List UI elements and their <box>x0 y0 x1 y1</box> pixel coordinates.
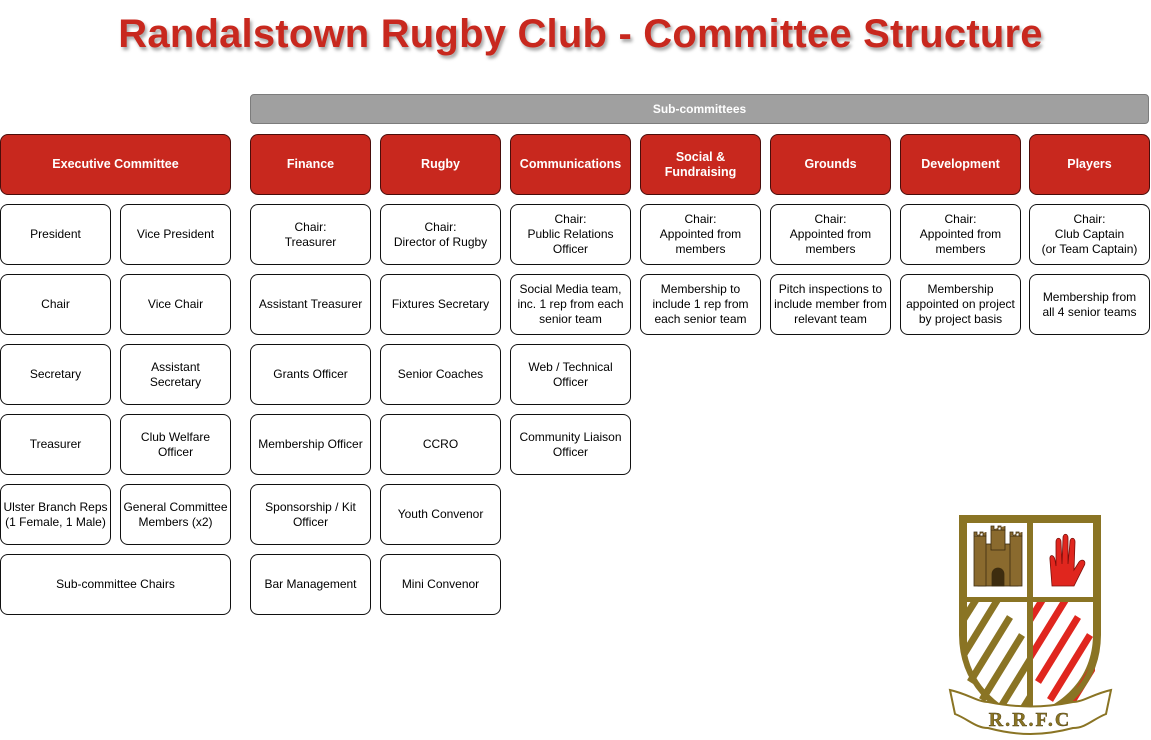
subcommittee-role-box: Grants Officer <box>250 344 371 405</box>
subcommittee-role-box: Membership appointed on project by proje… <box>900 274 1021 335</box>
executive-role-box: President <box>0 204 111 265</box>
executive-role-box: Secretary <box>0 344 111 405</box>
executive-role-box: Club Welfare Officer <box>120 414 231 475</box>
subcommittee-role-box: Senior Coaches <box>380 344 501 405</box>
subcommittee-role-box: Membership Officer <box>250 414 371 475</box>
subcommittee-header: Communications <box>510 134 631 195</box>
executive-role-box: Assistant Secretary <box>120 344 231 405</box>
subcommittee-role-box: Bar Management <box>250 554 371 615</box>
subcommittee-header: Development <box>900 134 1021 195</box>
page-title: Randalstown Rugby Club - Committee Struc… <box>118 12 1043 56</box>
subcommittee-role-box: Chair: Appointed from members <box>640 204 761 265</box>
subcommittee-role-box: Membership from all 4 senior teams <box>1029 274 1150 335</box>
subcommittee-header: Finance <box>250 134 371 195</box>
subcommittee-header: Social & Fundraising <box>640 134 761 195</box>
subcommittees-banner: Sub-committees <box>250 94 1149 124</box>
subcommittee-role-box: Sponsorship / Kit Officer <box>250 484 371 545</box>
executive-role-box: Chair <box>0 274 111 335</box>
subcommittee-role-box: Chair: Public Relations Officer <box>510 204 631 265</box>
executive-role-box: General Committee Members (x2) <box>120 484 231 545</box>
executive-role-box: Vice President <box>120 204 231 265</box>
subcommittee-role-box: Youth Convenor <box>380 484 501 545</box>
subcommittee-role-box: CCRO <box>380 414 501 475</box>
subcommittee-role-box: Assistant Treasurer <box>250 274 371 335</box>
executive-committee-header: Executive Committee <box>0 134 231 195</box>
executive-role-box: Treasurer <box>0 414 111 475</box>
subcommittee-role-box: Web / Technical Officer <box>510 344 631 405</box>
subcommittee-role-box: Membership to include 1 rep from each se… <box>640 274 761 335</box>
subcommittee-role-box: Chair: Appointed from members <box>900 204 1021 265</box>
subcommittee-role-box: Chair: Club Captain (or Team Captain) <box>1029 204 1150 265</box>
subcommittee-role-box: Pitch inspections to include member from… <box>770 274 891 335</box>
subcommittee-header: Rugby <box>380 134 501 195</box>
subcommittee-role-box: Chair: Director of Rugby <box>380 204 501 265</box>
subcommittee-header: Grounds <box>770 134 891 195</box>
subcommittee-role-box: Social Media team, inc. 1 rep from each … <box>510 274 631 335</box>
crest-text: R.R.F.C <box>989 709 1072 731</box>
subcommittee-role-box: Community Liaison Officer <box>510 414 631 475</box>
subcommittee-role-box: Chair: Treasurer <box>250 204 371 265</box>
executive-role-box: Vice Chair <box>120 274 231 335</box>
subcommittee-role-box: Chair: Appointed from members <box>770 204 891 265</box>
subcommittee-role-box: Mini Convenor <box>380 554 501 615</box>
subcommittee-header: Players <box>1029 134 1150 195</box>
subcommittee-role-box: Fixtures Secretary <box>380 274 501 335</box>
subcommittee-chairs-box: Sub-committee Chairs <box>0 554 231 615</box>
club-crest-logo: R.R.F.C <box>948 515 1113 735</box>
executive-role-box: Ulster Branch Reps (1 Female, 1 Male) <box>0 484 111 545</box>
